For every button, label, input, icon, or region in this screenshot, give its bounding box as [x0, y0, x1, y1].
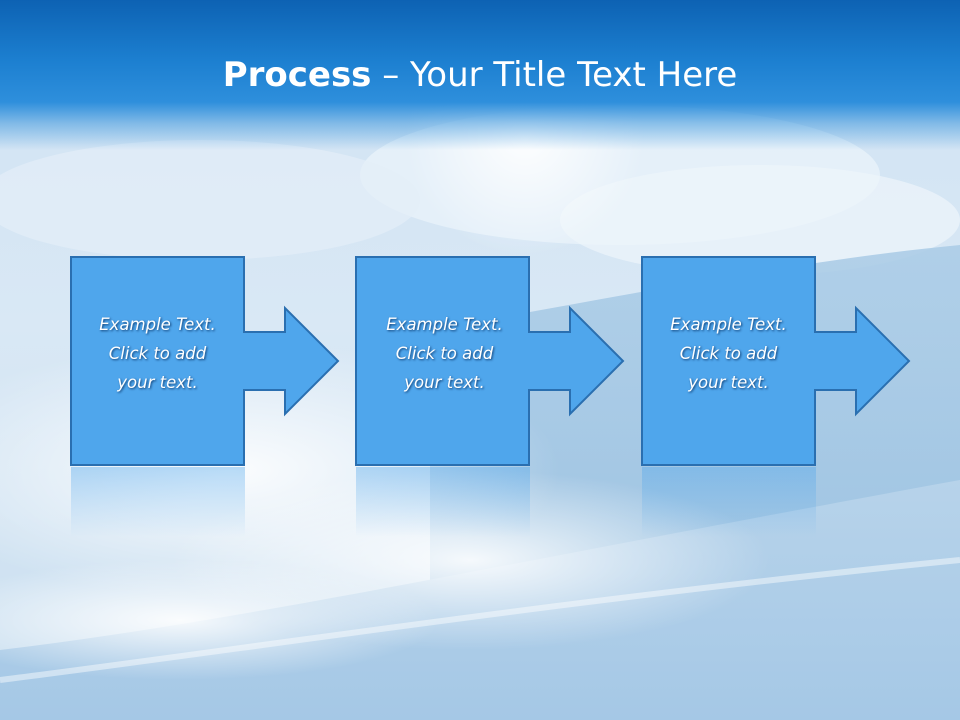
- step-3-line-1: Example Text.: [670, 315, 787, 334]
- step-3-text[interactable]: Example Text. Click to add your text.: [641, 310, 816, 397]
- step-reflection: [71, 467, 245, 537]
- step-3-line-2: Click to add: [679, 344, 778, 363]
- step-2-line-1: Example Text.: [386, 315, 503, 334]
- step-3-arrow-shape[interactable]: [641, 256, 911, 466]
- step-2-text[interactable]: Example Text. Click to add your text.: [357, 310, 532, 397]
- step-1-line-1: Example Text.: [99, 315, 216, 334]
- step-1-line-2: Click to add: [108, 344, 207, 363]
- step-1-arrow-shape[interactable]: [70, 256, 340, 466]
- title-text: – Your Title Text Here: [371, 55, 738, 95]
- step-reflection: [642, 467, 816, 537]
- step-2-arrow-shape[interactable]: [355, 256, 625, 466]
- step-2-line-3: your text.: [404, 373, 485, 392]
- step-2-line-2: Click to add: [395, 344, 494, 363]
- step-3-line-3: your text.: [688, 373, 769, 392]
- step-1-text[interactable]: Example Text. Click to add your text.: [70, 310, 245, 397]
- step-1-line-3: your text.: [117, 373, 198, 392]
- title-keyword: Process: [222, 55, 372, 95]
- title-bar: [0, 0, 960, 150]
- slide-title: Process – Your Title Text Here: [0, 52, 960, 98]
- step-reflection: [356, 467, 530, 537]
